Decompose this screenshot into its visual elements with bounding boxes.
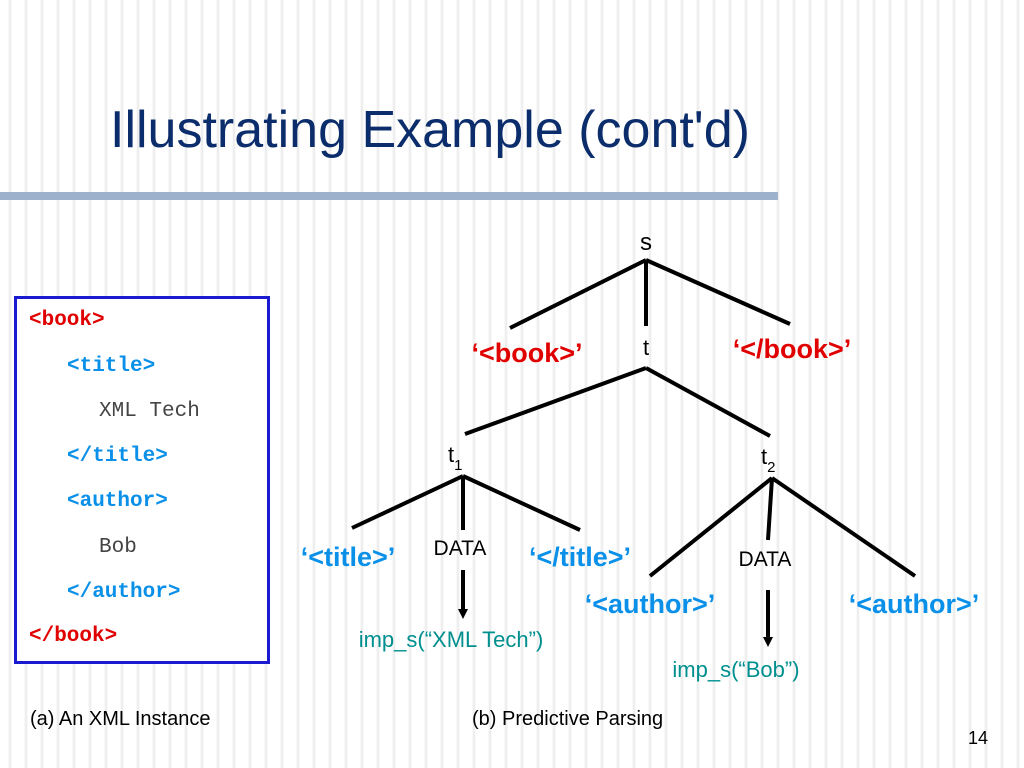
terminal-title-close: ‘</title>’: [529, 542, 631, 572]
xml-line-title-text: XML Tech: [99, 400, 200, 423]
terminal-author-open: ‘<author>’: [585, 589, 716, 619]
node-t2: t2: [761, 444, 775, 476]
nonterminal-title-data: DATA: [434, 537, 487, 560]
node-t1-subscript: 1: [454, 457, 462, 474]
action-imp-xml-tech: imp_s(“XML Tech”): [359, 627, 544, 652]
nonterminal-author-data: DATA: [739, 548, 792, 571]
xml-line-book-open: <book>: [29, 309, 105, 332]
xml-line-title-close: </title>: [67, 445, 168, 468]
edge-t2-author-close: [770, 476, 917, 578]
edge-s-book-open: [509, 258, 647, 330]
node-t: t: [643, 335, 649, 360]
xml-line-title-open: <title>: [67, 355, 156, 378]
edge-t2-data: [766, 477, 774, 541]
node-t2-subscript: 2: [767, 459, 775, 476]
node-t1-base: t: [448, 442, 454, 467]
title-underline: [0, 192, 778, 200]
xml-instance-box: <book> <title> XML Tech </title> <author…: [14, 296, 270, 664]
node-t2-base: t: [761, 444, 767, 469]
edge-s-book-close: [645, 258, 791, 326]
xml-line-author-open: <author>: [67, 490, 168, 513]
xml-line-book-close: </book>: [29, 625, 118, 648]
edge-t-t2: [645, 366, 771, 438]
node-t1: t1: [448, 442, 462, 474]
caption-predictive-parsing: (b) Predictive Parsing: [472, 708, 664, 730]
terminal-author-close: ‘<author>’: [849, 589, 980, 619]
xml-line-author-text: Bob: [99, 536, 137, 559]
page-number: 14: [967, 728, 988, 748]
slide-title: Illustrating Example (cont'd): [110, 101, 750, 159]
xml-line-author-close: </author>: [67, 581, 181, 604]
edge-t-t1: [464, 366, 647, 436]
edge-t1-title-close: [462, 474, 581, 532]
terminal-title-open: ‘<title>’: [301, 542, 396, 572]
edge-t1-title-open: [351, 474, 464, 530]
edge-t2-author-open: [648, 476, 774, 578]
caption-xml-instance: (a) An XML Instance: [30, 708, 211, 730]
terminal-book-close: ‘</book>’: [733, 334, 852, 364]
action-imp-bob: imp_s(“Bob”): [672, 657, 799, 682]
node-s: s: [640, 229, 652, 256]
terminal-book-open: ‘<book>’: [471, 338, 582, 368]
